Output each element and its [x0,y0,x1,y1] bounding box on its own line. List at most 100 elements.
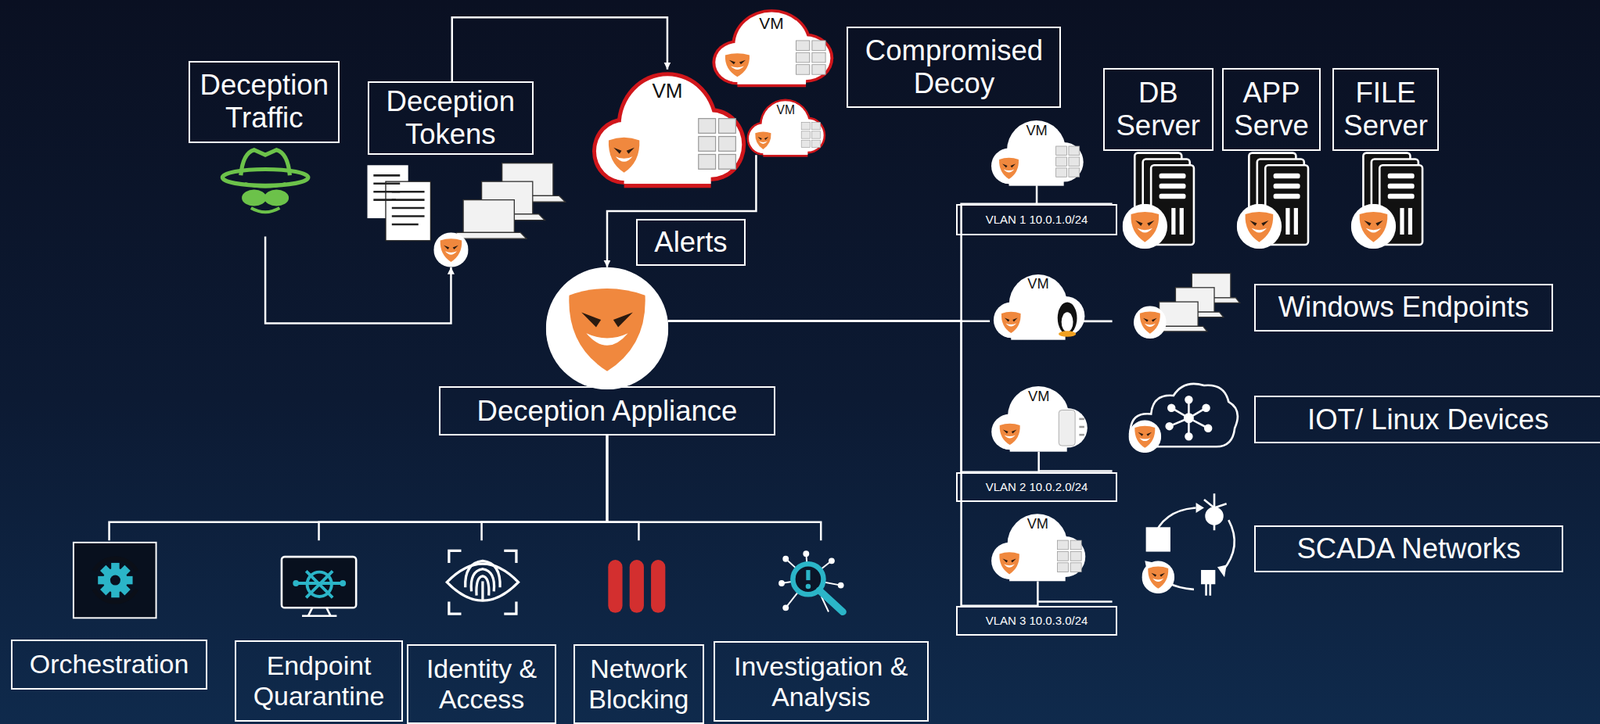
orchestration-icon [110,575,121,587]
label-box: VLAN 1 10.0.1.0/24 [956,204,1118,236]
appliance-icon [546,267,669,391]
mask-icon [993,546,1026,580]
box-label: VLAN 2 10.0.2.0/24 [985,480,1089,494]
investigation-icon [782,604,789,612]
process-box: VLAN 3 10.0.3.0/24 [956,606,1118,637]
document-icon [385,181,431,241]
server-icon [1159,194,1187,200]
server-icon [1159,173,1187,180]
quarantine-icon [281,557,356,617]
node-group: Orchestration [10,540,207,690]
laptop-icon [463,200,515,234]
connector [265,237,451,324]
label-box: Identity & Access [406,644,556,724]
grid-icon [698,118,716,134]
mask-icon [599,128,649,181]
scada-icon [1141,493,1234,596]
vm-cloud: VM [987,510,1088,582]
box-label: VM [1027,515,1049,533]
process-box: SCADA Networks [1254,525,1564,573]
device-icon [1059,410,1076,447]
box-label: VLAN 1 10.0.1.0/24 [985,212,1089,227]
server-icon [1179,208,1184,235]
label-box: VLAN 2 10.0.2.0/24 [956,472,1118,503]
grid-icon [718,136,736,152]
grid-icon [795,53,809,64]
grid-icon [1068,168,1080,177]
label-box: DB Server [1103,68,1214,152]
grid-icon [812,40,826,51]
iot-cloud-icon [1128,420,1162,454]
grid-icon [1068,157,1080,166]
box-label: VM [1027,275,1049,292]
label-box: VLAN 3 10.0.3.0/24 [956,606,1118,637]
investigation-icon [805,570,810,581]
connector [607,435,639,541]
mask-icon [1133,305,1167,339]
iot-cloud-icon [1184,414,1193,423]
process-box: VLAN 1 10.0.1.0/24 [956,204,1118,236]
block-icon [607,560,623,614]
server-icon [1122,204,1168,249]
quarantine-icon [339,580,346,587]
quarantine-icon [295,571,343,598]
device-icon [1079,434,1086,437]
label-box: Endpoint Quarantine [234,640,403,723]
iot-cloud-icon [1185,396,1192,403]
server-icon [1236,153,1309,250]
scada-icon [1196,503,1205,514]
hacker-icon [244,191,265,205]
label-box: APP Serve [1222,68,1320,152]
server-icon [1171,208,1176,235]
box-label: VM [776,103,795,117]
label-box: Compromised Decoy [846,26,1061,108]
label-box: IOT/ Linux Devices [1254,395,1600,444]
document-icon [391,191,425,225]
block-icon [607,560,666,614]
node-group: Investigation & Analysis [713,540,929,723]
hacker-icon [222,169,309,187]
grid-icon [1056,146,1068,155]
quarantine-icon [307,572,332,597]
box-label: APP Serve [1228,76,1314,143]
node-group: Deception Tokens [367,81,562,267]
label-box: Orchestration [10,640,207,691]
vm-cloud: VM [987,116,1086,187]
hacker-icon [266,191,287,205]
node-group: APP Serve [1222,68,1320,245]
grid-icon [718,154,736,169]
box-label: Network Blocking [579,654,698,716]
grid-icon [1057,540,1069,551]
scada-icon [1204,493,1227,531]
hacker-icon [244,183,286,187]
process-box: IOT/ Linux Devices [1254,395,1600,444]
quarantine-icon [292,580,299,587]
orchestration-icon [100,565,131,597]
block-icon [629,560,644,614]
label-box: Deception Appliance [438,386,776,436]
box-label: Deception Appliance [477,395,738,428]
server-icon [1159,183,1187,190]
investigation-icon [828,557,835,565]
grid-icon [1071,563,1083,573]
mask-icon [993,151,1025,184]
orchestration-icon [97,563,133,598]
vm-label: VM [710,15,834,33]
grid-icon [795,64,809,76]
scada-icon [1141,560,1175,594]
quarantine-icon [295,571,343,598]
connector [668,320,990,324]
grid-icon [1071,540,1083,551]
orchestration-icon [73,542,157,619]
quarantine-icon [292,580,346,587]
grid-icon [801,122,811,130]
scada-icon [1206,508,1223,525]
label-box: Deception Tokens [367,81,535,155]
scada-icon [1146,528,1170,552]
grid-icon [718,118,736,134]
penguin-icon [1061,312,1074,332]
label-box: Deception Traffic [188,61,340,143]
grid-icon [1057,563,1069,573]
document-icon [373,175,400,200]
identity-icon [446,564,518,601]
